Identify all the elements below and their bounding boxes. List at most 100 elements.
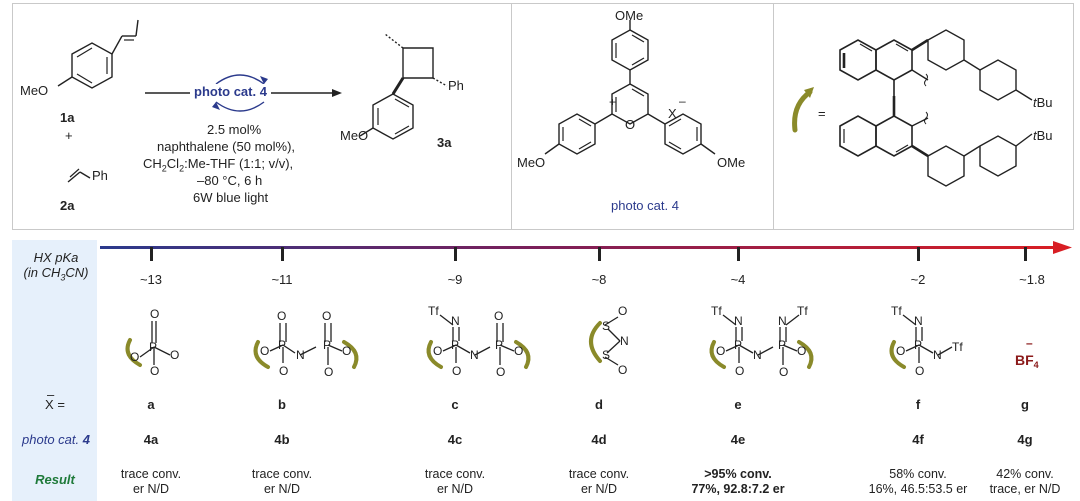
atom-o: O <box>150 364 159 378</box>
anion-code: b <box>278 397 286 412</box>
catalyst-code: 4f <box>912 432 924 447</box>
atom-o: O <box>716 344 725 358</box>
atom-n: N <box>620 334 629 348</box>
axis-title-pka: HX pKa <box>33 250 79 265</box>
catalyst-code: 4b <box>274 432 290 447</box>
counterion-x: X <box>668 106 677 121</box>
methoxy-label: MeO <box>20 83 49 98</box>
atom-n: N <box>470 348 479 362</box>
atom-o: O <box>130 350 139 364</box>
result-conversion: >95% conv. <box>704 467 772 481</box>
catalyst-caption-text: photo cat. 4 <box>611 198 679 213</box>
catalyst-label: photo cat. 4 <box>190 84 271 99</box>
atom-o: O <box>322 309 331 323</box>
anion-code: f <box>915 397 921 412</box>
atom-p: P <box>495 338 503 352</box>
result-er: er N/D <box>132 482 170 496</box>
tert-butyl-upper: ttBuBu <box>1033 95 1053 110</box>
scale-tick <box>917 247 920 261</box>
atom-o: O <box>618 304 627 318</box>
atom-tf: Tf <box>711 304 722 318</box>
atom-tf: Tf <box>891 304 902 318</box>
solvent-condition: CH2Cl2:Me-THF (1:1; v/v), <box>143 156 294 174</box>
atom-tf: Tf <box>428 304 439 318</box>
result-cell: 58% conv.16%, 46.5:53.5 er <box>848 467 988 497</box>
atom-o: O <box>915 364 924 378</box>
anion-code: e <box>734 397 742 412</box>
pka-value: ~8 <box>591 272 607 287</box>
scale-tick <box>598 247 601 261</box>
anion-code: g <box>1021 397 1029 412</box>
atom-p: P <box>734 338 742 352</box>
atom-s: S <box>602 348 610 362</box>
scale-tick <box>1024 247 1027 261</box>
counterion-charge: – <box>679 94 686 108</box>
phenyl-label: Ph <box>92 168 108 183</box>
pka-value: ~1.8 <box>1019 272 1045 287</box>
atom-o: O <box>324 365 333 379</box>
atom-n: N <box>734 314 743 328</box>
atom-p: P <box>778 338 786 352</box>
atom-n: N <box>778 314 787 328</box>
atom-o: O <box>342 344 351 358</box>
bf4-anion: BF4 <box>1015 352 1039 370</box>
result-cell: trace conv.er N/D <box>81 467 221 497</box>
x-row-label: –X = <box>45 387 65 412</box>
atom-o: O <box>735 364 744 378</box>
temperature-time: –80 °C, 6 h <box>197 173 263 188</box>
scale-tick <box>281 247 284 261</box>
result-er: er N/D <box>263 482 301 496</box>
pyrylium-charge: + <box>609 95 617 109</box>
atom-o: O <box>433 344 442 358</box>
photocatalyst-structure <box>544 20 716 155</box>
atom-o: O <box>452 364 461 378</box>
atom-o: O <box>779 365 788 379</box>
result-cell: trace conv.er N/D <box>212 467 352 497</box>
atom-p: P <box>149 340 157 354</box>
chiral-backbone-structure <box>792 29 1033 187</box>
reactant-2a-label: 2a <box>60 198 75 213</box>
atom-n: N <box>753 348 762 362</box>
divider <box>773 4 774 229</box>
atom-o: O <box>277 309 286 323</box>
pka-value: ~9 <box>447 272 463 287</box>
catalyst-left-methoxy: MeO <box>517 155 546 170</box>
atom-n: N <box>296 348 305 362</box>
result-row-label: Result <box>35 472 75 487</box>
atom-n: N <box>933 348 942 362</box>
catalyst-caption: photo cat. 4 <box>611 198 679 213</box>
atom-o: O <box>797 344 806 358</box>
atom-o: O <box>170 348 179 362</box>
atom-o: O <box>150 307 159 321</box>
catalyst-loading: 2.5 mol% <box>207 122 262 137</box>
reaction-arrow <box>145 74 342 112</box>
catalyst-top-methoxy: OMe <box>615 8 644 23</box>
result-er: 16%, 46.5:53.5 er <box>868 482 968 496</box>
atom-n: N <box>914 314 923 328</box>
atom-n: N <box>451 314 460 328</box>
pka-value: ~4 <box>730 272 746 287</box>
catalyst-code: 4c <box>447 432 463 447</box>
result-cell: 42% conv.trace, er N/D <box>955 467 1080 497</box>
atom-o: O <box>494 309 503 323</box>
atom-tf: Tf <box>952 340 963 354</box>
result-conversion: trace conv. <box>251 467 313 481</box>
atom-o: O <box>514 344 523 358</box>
atom-tf: Tf <box>797 304 808 318</box>
reactant-structures <box>57 19 139 183</box>
bf4-charge: – <box>1026 336 1033 350</box>
scale-tick <box>150 247 153 261</box>
result-conversion: trace conv. <box>424 467 486 481</box>
result-er: er N/D <box>436 482 474 496</box>
plus-sign: + <box>65 128 73 143</box>
catalyst-code: 4d <box>591 432 607 447</box>
catalyst-right-methoxy: OMe <box>717 155 746 170</box>
product-phenyl-label: Ph <box>448 78 464 93</box>
axis-title-solvent: (in CH3CN) <box>23 265 89 283</box>
reactant-1a-label: 1a <box>60 110 75 125</box>
pka-gradient-arrow <box>100 241 1072 254</box>
pka-value: ~2 <box>910 272 926 287</box>
equals-sign: = <box>818 106 826 121</box>
catalyst-code: 4a <box>143 432 159 447</box>
product-methoxy-label: MeO <box>340 128 369 143</box>
